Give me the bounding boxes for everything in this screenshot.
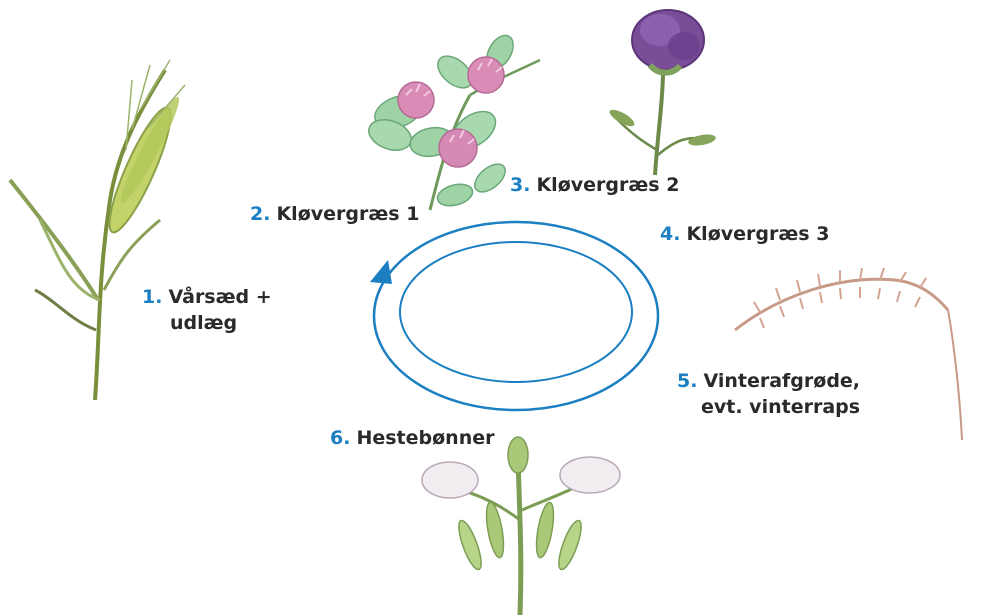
direction-arrow-icon bbox=[370, 260, 392, 284]
step-1-label: 1. Vårsæd + udlæg bbox=[142, 284, 272, 336]
lucerne-flower-icon bbox=[607, 10, 716, 175]
barley-icon bbox=[10, 60, 185, 400]
step-1-number: 1. bbox=[142, 286, 162, 308]
step-4-number: 4. bbox=[660, 223, 680, 245]
step-5-label: 5. Vinterafgrøde, evt. vinterraps bbox=[677, 368, 860, 420]
step-3-label: 3. Kløvergræs 2 bbox=[510, 172, 679, 198]
step-2-label: 2. Kløvergræs 1 bbox=[250, 201, 419, 227]
step-4-label: 4. Kløvergræs 3 bbox=[660, 221, 829, 247]
step-5-text: Vinterafgrøde, bbox=[703, 370, 860, 392]
step-6-number: 6. bbox=[330, 427, 350, 449]
step-5-number: 5. bbox=[677, 370, 697, 392]
step-4-text: Kløvergræs 3 bbox=[686, 223, 829, 245]
step-3-number: 3. bbox=[510, 174, 530, 196]
step-1-text-line2: udlæg bbox=[142, 310, 272, 336]
step-5-text-line2: evt. vinterraps bbox=[677, 394, 860, 420]
step-3-text: Kløvergræs 2 bbox=[536, 174, 679, 196]
step-1-text: Vårsæd + bbox=[168, 286, 271, 308]
step-6-text: Hestebønner bbox=[356, 427, 494, 449]
step-2-text: Kløvergræs 1 bbox=[276, 203, 419, 225]
step-2-number: 2. bbox=[250, 203, 270, 225]
field-bean-icon bbox=[422, 437, 620, 615]
step-6-label: 6. Hestebønner bbox=[330, 425, 494, 451]
rotation-cycle bbox=[370, 222, 658, 410]
